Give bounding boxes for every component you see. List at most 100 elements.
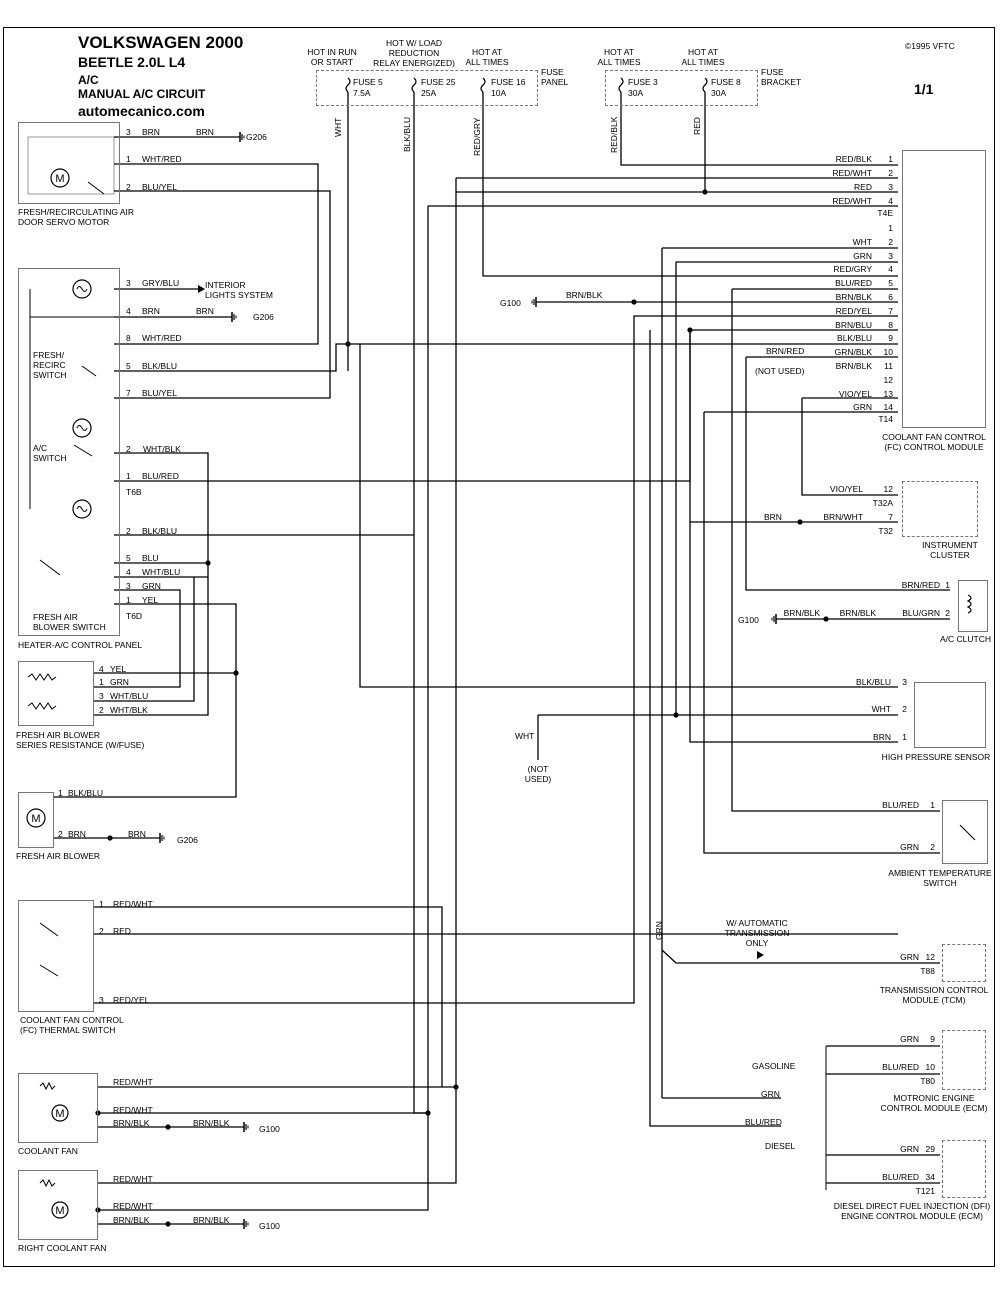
connector-t32: T32 xyxy=(878,526,893,536)
tcm-wire12: GRN xyxy=(900,952,919,962)
series-resistance-box xyxy=(18,661,94,726)
fuse-panel-box xyxy=(316,70,538,106)
blower-pin2: 2 xyxy=(58,829,63,839)
resistor-icon xyxy=(39,1081,56,1091)
tcm-box xyxy=(942,944,986,982)
fuse25-condition: HOT W/ LOAD REDUCTION RELAY ENERGIZED) xyxy=(373,38,455,68)
motor-letter: M xyxy=(31,813,40,825)
hps-wire2: WHT xyxy=(871,704,891,714)
control-panel-label: HEATER-A/C CONTROL PANEL xyxy=(18,640,143,650)
ac-switch-label: A/C SWITCH xyxy=(33,443,67,463)
res-pin4: 4 xyxy=(99,664,104,674)
servo-pin3: 3 xyxy=(126,127,131,137)
resistor-icon xyxy=(27,702,57,710)
fc-t4e-pin-2: 2 xyxy=(888,168,893,178)
cfan-wire1: RED/WHT xyxy=(113,1077,153,1087)
wire-58 xyxy=(745,357,950,591)
cluster-pin12: 12 xyxy=(883,484,893,494)
res-pin1: 1 xyxy=(99,677,104,687)
ecm-feed-grn: GRN xyxy=(761,1089,780,1099)
servo-wire3b: BRN xyxy=(196,127,214,137)
ground-g100-rfan: G100 xyxy=(259,1221,280,1231)
hps-branch-not-used: (NOT USED) xyxy=(524,764,552,784)
thermal-wire1: RED/WHT xyxy=(113,899,153,909)
blower-wire2b: BRN xyxy=(128,829,146,839)
resistor-icon xyxy=(27,673,57,681)
wire-23 xyxy=(689,330,898,743)
t6b-wire7: BLU/YEL xyxy=(142,388,177,398)
fc-control-module-label: COOLANT FAN CONTROL (FC) CONTROL MODULE xyxy=(882,432,986,452)
ambient-pin2: 2 xyxy=(930,842,935,852)
splice-dot xyxy=(165,1124,171,1130)
control-panel-box xyxy=(18,268,120,636)
diagram-frame xyxy=(3,27,995,1267)
dfi-wire34: BLU/RED xyxy=(882,1172,919,1182)
res-pin2: 2 xyxy=(99,705,104,715)
coolant-fan-label: COOLANT FAN xyxy=(18,1146,78,1156)
grn-vertical-wire: GRN xyxy=(654,921,664,940)
circuit-label: MANUAL A/C CIRCUIT xyxy=(78,87,206,101)
thermal-switch-box xyxy=(18,900,94,1012)
cfan-wire4: BRN/BLK xyxy=(193,1118,230,1128)
clutch-wire2c: BRN/BLK xyxy=(783,608,820,618)
servo-motor-box xyxy=(18,122,120,204)
fc-t14-pin-6: 6 xyxy=(888,292,893,302)
fuse8-rating: 30A xyxy=(711,88,727,98)
dfi-wire29: GRN xyxy=(900,1144,919,1154)
servo-pin2: 2 xyxy=(126,182,131,192)
wire-39 xyxy=(94,315,898,1004)
fuse-bracket-box xyxy=(605,70,758,106)
high-pressure-sensor-label: HIGH PRESSURE SENSOR xyxy=(881,752,991,762)
fresh-recirc-switch-label: FRESH/ RECIRC SWITCH xyxy=(33,350,67,380)
thermal-wire2: RED xyxy=(113,926,131,936)
t6b-pin4: 4 xyxy=(126,306,131,316)
fuse25-name: FUSE 25 xyxy=(421,77,456,87)
fc-pin10-feed-wire: BRN/RED xyxy=(766,346,805,356)
fc-t14-wire-7: RED/YEL xyxy=(835,305,872,316)
ground-g206-blower: G206 xyxy=(177,835,198,845)
instrument-cluster-label: INSTRUMENT CLUSTER xyxy=(922,540,978,560)
blower-wire1: BLK/BLU xyxy=(68,788,103,798)
ecm-pin9: 9 xyxy=(930,1034,935,1044)
clutch-pin1: 1 xyxy=(945,580,950,590)
wire-41 xyxy=(39,964,59,977)
clutch-wire1: BRN/RED xyxy=(901,580,940,590)
hps-branch-wire: WHT xyxy=(515,731,535,741)
t6b-pin1: 1 xyxy=(126,471,131,481)
ecm-pin10: 10 xyxy=(925,1062,935,1072)
resistor-icon xyxy=(39,1178,56,1188)
t6d-wire2: BLK/BLU xyxy=(142,526,177,536)
wire-57 xyxy=(731,289,940,812)
interior-lights-label: INTERIOR LIGHTS SYSTEM xyxy=(205,280,274,300)
fc-control-module-box xyxy=(902,150,986,428)
fc-t14-wire-2: WHT xyxy=(852,236,872,247)
clutch-pin2: 2 xyxy=(945,608,950,618)
hps-pin2: 2 xyxy=(902,704,907,714)
lamp-filament xyxy=(76,286,88,292)
fc-t14-pin-11: 11 xyxy=(884,361,893,371)
fc-t14-pin-1: 1 xyxy=(888,223,893,233)
motor-icon xyxy=(51,1104,69,1122)
ac-clutch-box xyxy=(958,580,988,632)
ground-g206-panel: G206 xyxy=(253,312,274,322)
ecm-wire9: GRN xyxy=(900,1034,919,1044)
ac-clutch-label: A/C CLUTCH xyxy=(940,634,992,644)
ecm-label: MOTRONIC ENGINE CONTROL MODULE (ECM) xyxy=(880,1093,988,1113)
fc-t14-wire-10: GRN/BLK xyxy=(834,347,872,358)
fuse-symbol xyxy=(618,77,624,93)
wire-46 xyxy=(98,1113,429,1211)
wire-32 xyxy=(54,673,237,798)
ambient-wire1: BLU/RED xyxy=(882,800,919,810)
wire-1 xyxy=(413,92,428,1114)
res-wire1: GRN xyxy=(110,677,129,687)
clutch-wire2b: BRN/BLK xyxy=(839,608,876,618)
t6d-wire5: BLU xyxy=(142,553,159,563)
t6d-pin4: 4 xyxy=(126,567,131,577)
fuse8-condition: HOT AT ALL TIMES xyxy=(681,47,725,67)
connector-t4e: T4E xyxy=(877,208,893,218)
splice-dot xyxy=(797,519,803,525)
t6b-wire1: BLU/RED xyxy=(142,471,179,481)
motor-icon xyxy=(50,168,70,188)
fuse16-name: FUSE 16 xyxy=(491,77,526,87)
servo-motor-label: FRESH/RECIRCULATING AIR DOOR SERVO MOTOR xyxy=(18,207,135,227)
